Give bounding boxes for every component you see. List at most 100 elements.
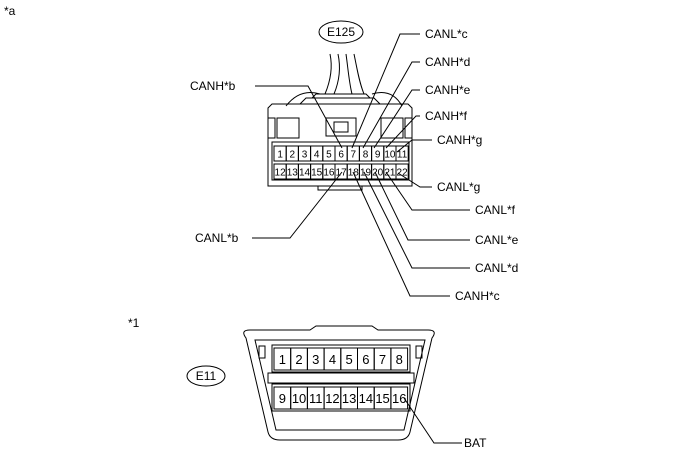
pin-number: 2 <box>295 352 302 367</box>
pin-number: 1 <box>277 150 283 161</box>
pin-number: 19 <box>360 168 372 179</box>
callout-canl-d: CANL*d <box>475 261 518 275</box>
pin-number: 3 <box>302 150 308 161</box>
pin-number: 12 <box>325 391 339 406</box>
pin-number: 9 <box>375 150 381 161</box>
leader-canl-e <box>374 171 470 241</box>
pin-number: 3 <box>312 352 319 367</box>
pin-number: 14 <box>359 391 373 406</box>
pin-number: 15 <box>311 168 323 179</box>
connector-id-e11: E11 <box>196 369 217 383</box>
pin-number: 7 <box>379 352 386 367</box>
pin-number: 16 <box>323 168 335 179</box>
connector-id-ellipse <box>186 365 226 387</box>
harness-wire <box>285 92 321 107</box>
pin-number: 2 <box>290 150 296 161</box>
callout-canh-d: CANH*d <box>425 55 470 69</box>
pin-number: 8 <box>396 352 403 367</box>
pin-cavity <box>395 145 409 162</box>
lock-latch <box>325 117 357 137</box>
connector-hood-top <box>311 93 371 99</box>
pin-number: 4 <box>314 150 320 161</box>
harness-wire <box>333 53 340 95</box>
pin-number: 11 <box>309 391 323 406</box>
pin-number: 16 <box>392 391 406 406</box>
harness-wire <box>324 53 332 95</box>
leader-canl-g <box>397 172 432 188</box>
dlc-row2-frame <box>271 383 411 412</box>
pin-number: 20 <box>372 168 384 179</box>
pin-number: 21 <box>384 168 396 179</box>
leader-canh-e <box>373 89 420 149</box>
callout-canh-e: CANH*e <box>425 83 471 97</box>
dlc-body-inner <box>254 339 426 431</box>
pin-number: 8 <box>363 150 369 161</box>
pin-number: 6 <box>362 352 369 367</box>
guide-slot <box>258 345 266 359</box>
dlc-body-outer <box>243 325 435 441</box>
dlc-row1-frame <box>271 344 411 373</box>
callout-canh-g: CANH*g <box>437 133 482 147</box>
dlc-divider <box>267 372 415 384</box>
harness-wire <box>345 53 353 95</box>
pin-cavity <box>395 163 409 180</box>
corner-label-a: *a <box>4 4 16 18</box>
pin-cavity <box>390 347 409 371</box>
pin-number: 7 <box>351 150 357 161</box>
pin-number: 22 <box>397 168 409 179</box>
harness-wire <box>353 53 365 95</box>
leader-lines-top <box>252 33 470 297</box>
pin-number: 13 <box>342 391 356 406</box>
callout-canh-c: CANH*c <box>455 289 500 303</box>
corner-label-1: *1 <box>128 316 140 330</box>
pin-number: 5 <box>346 352 353 367</box>
guide-slot <box>415 345 423 359</box>
callout-canl-e: CANL*e <box>475 233 519 247</box>
leader-bat <box>403 397 462 444</box>
pin-number: 1 <box>279 352 286 367</box>
upper-block <box>380 117 404 139</box>
callout-bat: BAT <box>464 436 487 450</box>
leader-canl-c <box>351 33 420 149</box>
callout-canl-c: CANL*c <box>425 27 468 41</box>
leader-canh-d <box>362 61 420 149</box>
pin-cavity <box>390 386 409 410</box>
callout-canl-b: CANL*b <box>195 231 239 245</box>
pin-number: 11 <box>397 150 408 161</box>
upper-block <box>276 117 300 139</box>
pin-grid-frame <box>271 141 410 181</box>
callout-canl-g: CANL*g <box>437 180 480 194</box>
pin-number: 9 <box>279 391 286 406</box>
leader-canh-b <box>255 85 343 149</box>
bottom-key <box>317 185 363 191</box>
callout-canl-f: CANL*f <box>475 203 516 217</box>
leader-canl-b <box>252 171 343 239</box>
pin-number: 14 <box>299 168 311 179</box>
leader-canh-g <box>396 139 432 153</box>
pin-number: 5 <box>326 150 332 161</box>
callout-canh-b: CANH*b <box>190 79 236 93</box>
pin-number: 4 <box>329 352 336 367</box>
leader-canh-c <box>352 171 450 297</box>
pin-number: 10 <box>384 150 396 161</box>
pin-number: 10 <box>292 391 306 406</box>
leader-canh-f <box>385 115 420 149</box>
connector-id-ellipse <box>318 20 364 44</box>
pin-number: 12 <box>275 168 287 179</box>
pin-number: 6 <box>338 150 344 161</box>
connector-hood <box>299 97 381 105</box>
leader-canl-f <box>385 171 470 211</box>
connector-id-e125: E125 <box>327 25 355 39</box>
leader-canl-d <box>363 171 470 269</box>
connector-body <box>267 103 413 187</box>
lock-latch-inner <box>333 121 349 133</box>
pin-number: 13 <box>287 168 299 179</box>
left-notch <box>267 117 276 139</box>
callout-canh-f: CANH*f <box>425 109 468 123</box>
pin-number: 15 <box>375 391 389 406</box>
